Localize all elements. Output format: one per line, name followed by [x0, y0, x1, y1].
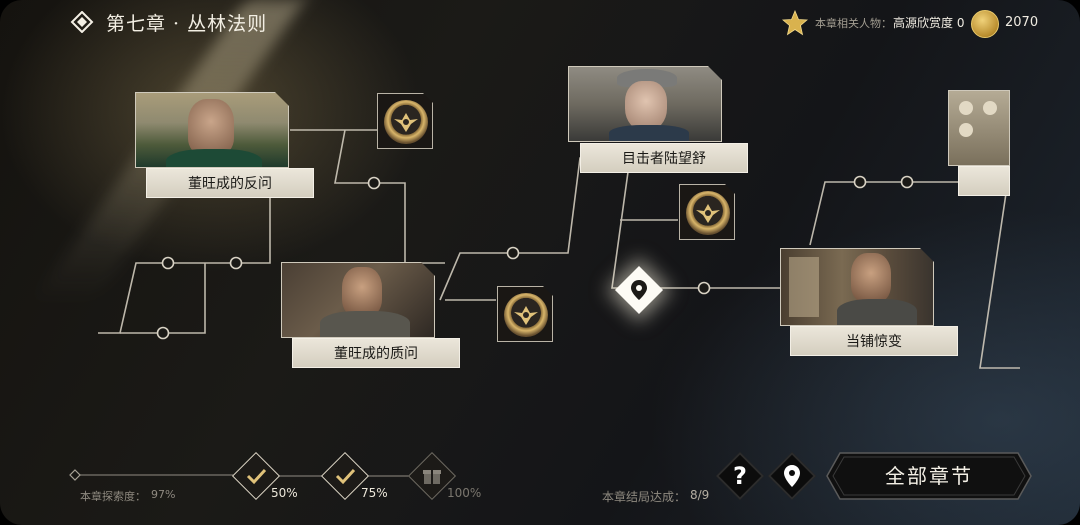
emblem-icon	[392, 108, 420, 136]
gold-coin-icon	[971, 10, 999, 38]
gift-box-icon	[423, 470, 441, 484]
related-characters-value: 高源欣赏度 0	[893, 16, 965, 30]
milestone-label: 75%	[361, 486, 388, 500]
emblem-icon	[694, 199, 722, 227]
endings-label: 本章结局达成：	[602, 490, 687, 504]
check-icon	[246, 468, 267, 485]
check-icon	[335, 468, 356, 485]
exploration-value: 97%	[151, 488, 176, 501]
node-caption: 董旺成的反问	[146, 168, 314, 198]
location-pin-icon	[631, 280, 647, 300]
location-pin-icon	[784, 465, 800, 487]
milestone-label: 100%	[447, 486, 482, 500]
node-thumbnail	[948, 90, 1010, 166]
emblem-badge[interactable]	[377, 93, 433, 149]
node-caption: 董旺成的质问	[292, 338, 460, 368]
emblem-badge[interactable]	[497, 286, 553, 342]
milestone-label: 50%	[271, 486, 298, 500]
exploration-label: 本章探索度：	[80, 490, 146, 503]
node-caption: 目击者陆望舒	[580, 143, 748, 173]
emblem-badge[interactable]	[679, 184, 735, 240]
all-chapters-label: 全部章节	[885, 464, 973, 488]
node-caption	[958, 166, 1010, 196]
help-icon: ?	[733, 462, 747, 490]
endings-value: 8/9	[690, 488, 710, 502]
chapter-title: 第七章 · 丛林法则	[106, 13, 268, 35]
back-chevron-icon[interactable]	[70, 11, 94, 33]
all-chapters-button[interactable]: 全部章节	[826, 452, 1032, 500]
related-characters-label: 本章相关人物：	[815, 17, 892, 30]
emblem-icon	[512, 301, 540, 329]
node-caption: 当铺惊变	[790, 326, 958, 356]
progress-track	[69, 469, 248, 481]
node-thumbnail	[135, 92, 289, 168]
node-thumbnail	[281, 262, 435, 338]
node-thumbnail	[568, 66, 722, 142]
star-icon	[782, 10, 808, 36]
node-thumbnail	[780, 248, 934, 326]
coin-count: 2070	[1005, 15, 1039, 30]
